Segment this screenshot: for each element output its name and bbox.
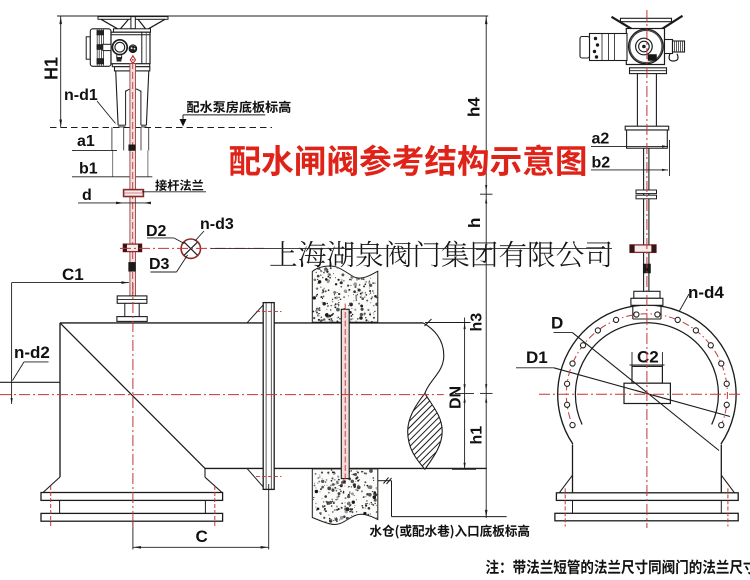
svg-text:C1: C1 xyxy=(62,265,84,284)
svg-text:C2: C2 xyxy=(637,348,659,367)
svg-text:n-d3: n-d3 xyxy=(200,216,234,233)
svg-text:C: C xyxy=(196,527,208,546)
svg-text:h: h xyxy=(465,218,484,228)
svg-text:D2: D2 xyxy=(146,223,167,240)
svg-text:b1: b1 xyxy=(79,161,98,178)
svg-text:a2: a2 xyxy=(592,131,610,148)
svg-text:a1: a1 xyxy=(77,133,95,150)
svg-text:h4: h4 xyxy=(465,97,484,117)
svg-text:n-d2: n-d2 xyxy=(14,343,50,362)
svg-text:DN: DN xyxy=(448,386,465,409)
svg-text:h3: h3 xyxy=(469,313,486,332)
svg-text:d: d xyxy=(82,187,92,204)
svg-text:D3: D3 xyxy=(149,256,170,273)
svg-text:b2: b2 xyxy=(592,155,611,172)
svg-text:h1: h1 xyxy=(469,426,486,445)
svg-text:D: D xyxy=(551,314,563,333)
svg-text:H1: H1 xyxy=(42,57,62,80)
svg-text:n-d1: n-d1 xyxy=(64,87,98,104)
svg-text:n-d4: n-d4 xyxy=(688,283,724,302)
svg-text:D1: D1 xyxy=(526,348,548,367)
